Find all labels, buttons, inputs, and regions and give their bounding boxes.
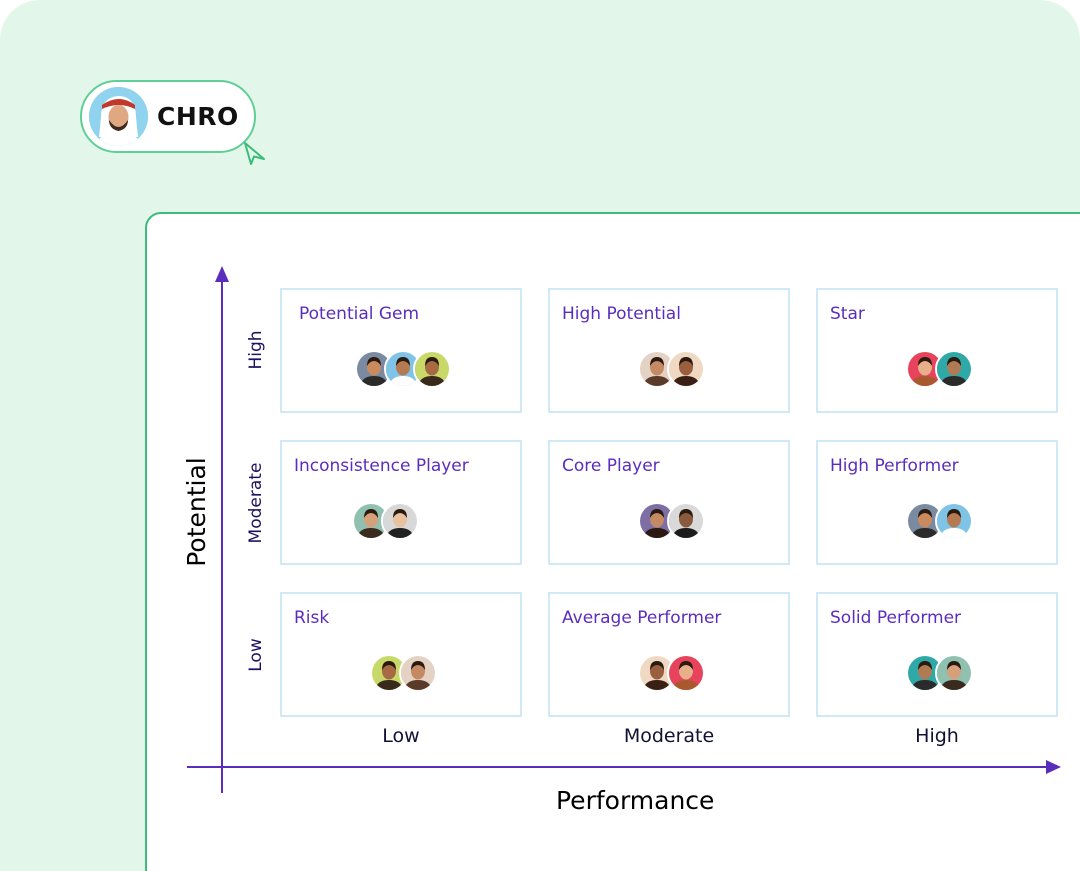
pointer-arrow-icon xyxy=(244,142,265,165)
person-avatar xyxy=(413,350,451,388)
avatar-group xyxy=(638,654,705,692)
grid-cell: Potential Gem xyxy=(280,288,522,413)
y-axis-title: Potential xyxy=(182,457,211,567)
cell-title: Average Performer xyxy=(562,608,722,628)
chro-badge: CHRO xyxy=(80,80,256,153)
grid-cell: High Potential xyxy=(548,288,790,413)
person-avatar xyxy=(399,654,437,692)
person-avatar xyxy=(667,350,705,388)
grid-cell: High Performer xyxy=(816,440,1058,565)
x-tick-label: Low xyxy=(382,725,420,747)
y-tick-label: High xyxy=(246,330,266,370)
avatar-group xyxy=(638,350,705,388)
cell-title: High Potential xyxy=(562,304,681,324)
y-axis-arrowhead xyxy=(215,266,229,282)
x-axis-title: Performance xyxy=(556,786,715,815)
chro-avatar xyxy=(89,87,148,146)
grid-cell: Core Player xyxy=(548,440,790,565)
cell-title: Star xyxy=(830,304,865,324)
avatar-group xyxy=(906,654,973,692)
cell-title: Solid Performer xyxy=(830,608,962,628)
person-avatar xyxy=(355,350,393,388)
grid-cell: Inconsistence Player xyxy=(280,440,522,565)
person-avatar xyxy=(381,502,419,540)
grid-cell: Solid Performer xyxy=(816,592,1058,717)
cell-title: Potential Gem xyxy=(299,304,420,324)
person-avatar xyxy=(935,654,973,692)
person-avatar xyxy=(352,502,390,540)
grid-cell: Average Performer xyxy=(548,592,790,717)
avatar-group xyxy=(370,654,437,692)
grid-cell: Star xyxy=(816,288,1058,413)
person-avatar xyxy=(667,502,705,540)
person-avatar xyxy=(667,654,705,692)
x-axis-arrowhead xyxy=(1046,760,1061,774)
y-tick-label: Low xyxy=(246,638,266,672)
cell-title: High Performer xyxy=(830,456,959,476)
cell-title: Risk xyxy=(294,608,330,628)
x-tick-label: High xyxy=(915,725,959,747)
x-tick-label: Moderate xyxy=(623,725,715,747)
person-avatar xyxy=(935,350,973,388)
person-avatar xyxy=(935,502,973,540)
avatar-group xyxy=(906,350,973,388)
avatar-group xyxy=(638,502,705,540)
y-tick-label: Moderate xyxy=(246,462,266,544)
avatar-group xyxy=(355,350,451,388)
chro-label: CHRO xyxy=(157,102,239,131)
avatar-group xyxy=(352,502,419,540)
avatar-group xyxy=(906,502,973,540)
grid-cell: Risk xyxy=(280,592,522,717)
cell-title: Inconsistence Player xyxy=(294,456,469,476)
cell-title: Core Player xyxy=(562,456,660,476)
